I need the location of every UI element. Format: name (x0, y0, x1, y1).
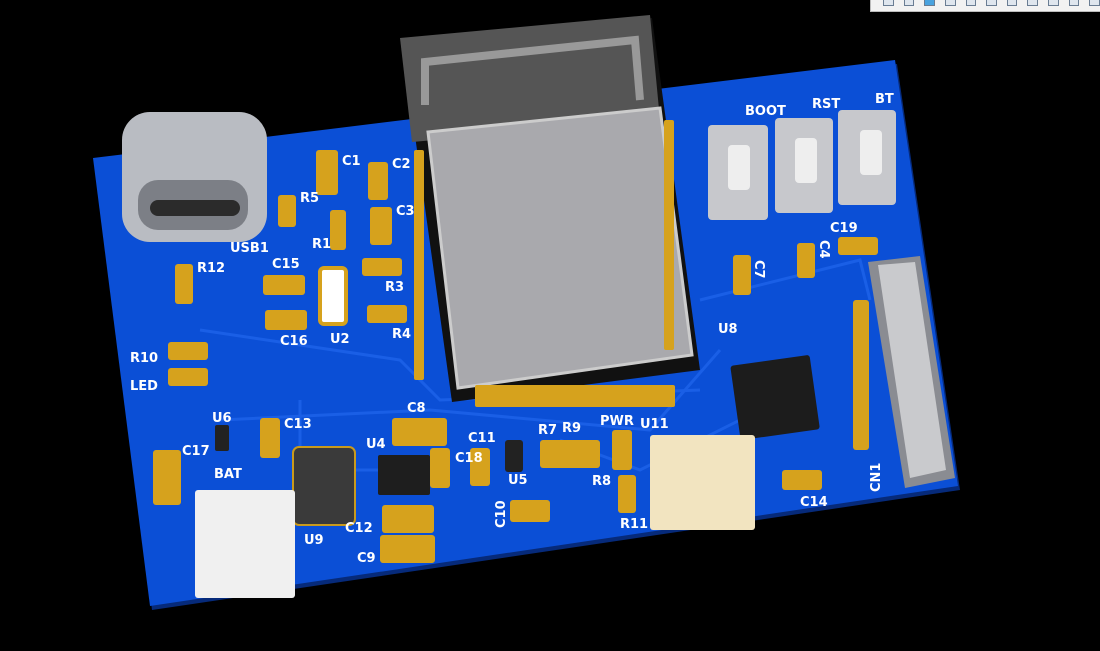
label-led: LED (130, 379, 158, 394)
label-u6: U6 (212, 411, 232, 426)
label-r8: R8 (592, 474, 611, 489)
tool-icon-8[interactable] (1027, 0, 1039, 6)
u11-switch (650, 435, 755, 530)
fpc-connector (853, 256, 955, 488)
tool-icon-6[interactable] (986, 0, 997, 6)
label-u4: U4 (366, 437, 386, 452)
label-c1: C1 (342, 154, 361, 169)
u9-inductor (292, 446, 356, 526)
label-c7: C7 (751, 260, 766, 279)
tool-icon-7[interactable] (1006, 0, 1018, 6)
label-r9: R9 (562, 421, 581, 436)
label-u11: U11 (640, 417, 669, 432)
label-c9: C9 (357, 551, 376, 566)
label-usb1: USB1 (230, 241, 269, 256)
label-c4: C4 (816, 240, 831, 259)
label-r11: R11 (620, 517, 648, 532)
label-c14: C14 (800, 495, 828, 510)
label-u5: U5 (508, 473, 528, 488)
label-r4: R4 (392, 327, 411, 342)
label-r5: R5 (300, 191, 319, 206)
label-bat: BAT (214, 467, 242, 482)
tool-icon-5[interactable] (965, 0, 977, 6)
tool-icon-2[interactable] (903, 0, 915, 6)
label-u8: U8 (718, 322, 738, 337)
label-c11: C11 (468, 431, 496, 446)
tool-icon-3[interactable] (924, 0, 935, 6)
tool-icon-9[interactable] (1048, 0, 1059, 6)
label-boot: BOOT (745, 104, 786, 119)
label-c3: C3 (396, 204, 415, 219)
label-c12: C12 (345, 521, 373, 536)
u2-crystal (318, 266, 348, 326)
label-r3: R3 (385, 280, 404, 295)
tool-icon-4[interactable] (944, 0, 956, 6)
label-r12: R12 (197, 261, 225, 276)
label-pwr: PWR (600, 414, 634, 429)
label-u9: U9 (304, 533, 324, 548)
label-r10: R10 (130, 351, 158, 366)
bat-connector (195, 490, 295, 598)
label-r7: R7 (538, 423, 557, 438)
label-c2: C2 (392, 157, 411, 172)
tool-icon-10[interactable] (1068, 0, 1080, 6)
label-c13: C13 (284, 417, 312, 432)
silkscreen-labels: C1 C2 R5 C3 R1 USB1 R12 C15 R3 U2 C16 R4… (130, 92, 894, 566)
label-r1: R1 (312, 237, 331, 252)
u4-chip (378, 455, 430, 495)
usb-c-connector (122, 112, 267, 242)
label-c16: C16 (280, 334, 308, 349)
label-rst: RST (812, 97, 840, 112)
u8-chip (730, 355, 820, 440)
cad-toolbar (870, 0, 1100, 12)
label-c15: C15 (272, 257, 300, 272)
label-c18: C18 (455, 451, 483, 466)
label-u2: U2 (330, 332, 350, 347)
esp32-module (400, 15, 700, 407)
label-c17: C17 (182, 444, 210, 459)
label-c19: C19 (830, 221, 858, 236)
label-cn1: CN1 (869, 463, 884, 492)
tool-icon-1[interactable] (883, 0, 894, 6)
label-bt: BT (875, 92, 894, 107)
passive-components (153, 150, 878, 563)
label-c8: C8 (407, 401, 426, 416)
label-c10: C10 (494, 500, 509, 528)
